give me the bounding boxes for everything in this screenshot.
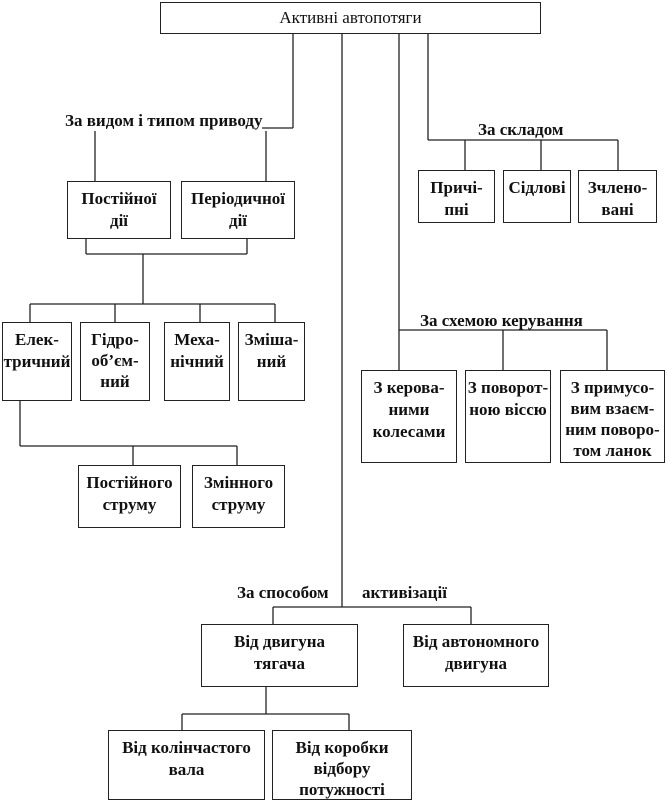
node-forced-mutual-turn: З примусо- вим взаєм- ним поворо- том ла… bbox=[560, 370, 665, 463]
group-label-activation-left: За способом bbox=[237, 583, 329, 602]
node-electric: Елек- тричний bbox=[2, 322, 72, 401]
node-articulated: Зчлено- вані bbox=[578, 170, 657, 223]
node-turning-axle: З поворот- ною віссю bbox=[465, 370, 551, 463]
root-node: Активні автопотяги bbox=[160, 2, 541, 34]
group-label-activation-right: активізації bbox=[362, 583, 447, 602]
group-label-steering: За схемою керування bbox=[420, 311, 583, 330]
node-crankshaft: Від колінчастого вала bbox=[108, 730, 265, 800]
node-continuous-action: Постійної дії bbox=[67, 181, 171, 239]
node-hydrostatic: Гідро- об’єм- ний bbox=[80, 322, 150, 401]
node-direct-current: Постійного струму bbox=[78, 465, 181, 528]
node-semitrailer: Сідлові bbox=[503, 170, 571, 223]
node-periodic-action: Періодичної дії bbox=[181, 181, 295, 239]
node-pto-gearbox: Від коробки відбору потужності bbox=[272, 730, 412, 800]
node-trailer: Причі- пні bbox=[418, 170, 495, 223]
node-steered-wheels: З керова- ними колесами bbox=[361, 370, 457, 463]
group-label-drive: За видом і типом приводу bbox=[65, 111, 263, 131]
group-label-composition: За складом bbox=[478, 120, 564, 139]
node-autonomous-engine: Від автономного двигуна bbox=[403, 624, 549, 687]
node-mixed: Зміша- ний bbox=[238, 322, 305, 401]
node-tractor-engine: Від двигуна тягача bbox=[201, 624, 358, 687]
node-alternating-current: Змінного струму bbox=[192, 465, 285, 528]
node-mechanical: Меха- нічний bbox=[164, 322, 230, 401]
